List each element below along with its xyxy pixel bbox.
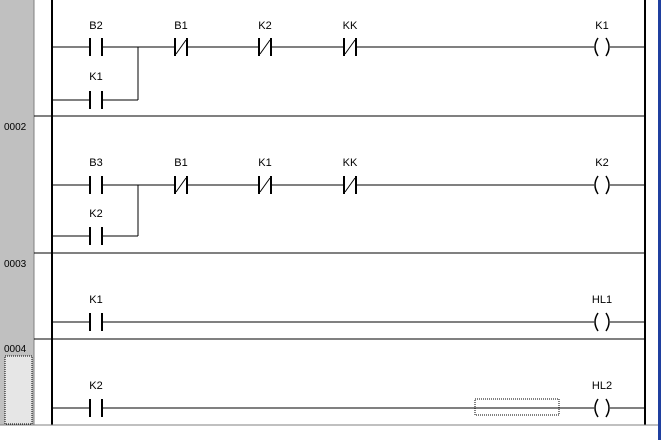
rung-number: 0002 [4,122,27,133]
cell-cursor[interactable] [474,398,560,416]
coil-label: K1 [595,20,608,32]
contact-label: B1 [174,157,187,169]
contact-label: K1 [89,294,102,306]
rung-selector-0004[interactable] [4,355,33,425]
contact-label: B1 [174,20,187,32]
coil-label: K2 [595,157,608,169]
rung-number: 0003 [4,259,27,270]
output-coil[interactable] [594,175,610,195]
contact-label: KK [343,157,358,169]
coil-label: HL1 [592,294,612,306]
branch-contact-label: K1 [89,71,102,83]
contact-label: KK [343,20,358,32]
rung-number: 0004 [4,344,27,355]
output-coil[interactable] [594,398,610,418]
output-coil[interactable] [594,37,610,57]
output-coil[interactable] [594,312,610,332]
window-right-frame [658,0,661,440]
contact-label: B3 [89,157,102,169]
rung-number-gutter [0,0,34,425]
branch-contact-label: K2 [89,208,102,220]
contact-label: B2 [89,20,102,32]
contact-label: K1 [258,157,271,169]
coil-label: HL2 [592,380,612,392]
contact-label: K2 [258,20,271,32]
contact-label: K2 [89,380,102,392]
